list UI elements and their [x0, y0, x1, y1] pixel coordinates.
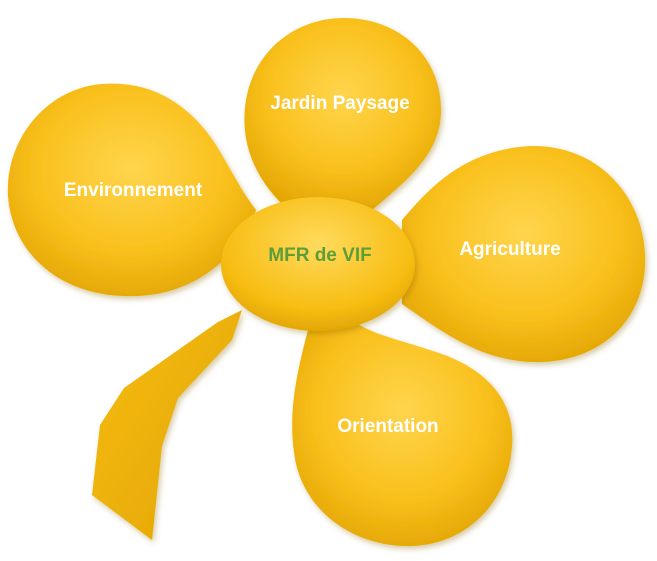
petal-environnement — [7, 83, 257, 297]
petal-jardin-paysage — [244, 18, 442, 210]
petal-label-jardin-paysage: Jardin Paysage — [270, 93, 409, 114]
petal-orientation — [292, 320, 513, 547]
center-label: MFR de VIF — [268, 245, 371, 266]
center-disc — [221, 197, 415, 331]
petal-label-agriculture: Agriculture — [459, 239, 560, 260]
petal-agriculture — [402, 145, 646, 363]
petal-label-orientation: Orientation — [337, 416, 438, 437]
petal-label-environnement: Environnement — [64, 180, 203, 201]
stem-shape — [92, 310, 242, 540]
